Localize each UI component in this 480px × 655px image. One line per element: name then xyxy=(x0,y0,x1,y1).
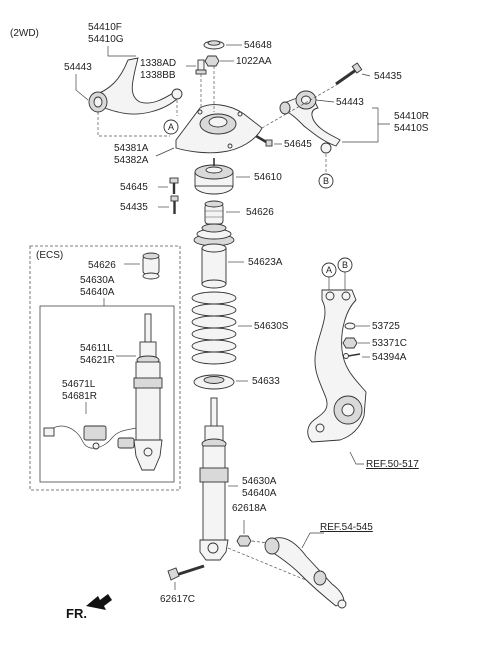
label-strut-a: 54630A xyxy=(242,476,277,487)
strut-assembly-main xyxy=(199,397,229,561)
label-cap-54648: 54648 xyxy=(244,40,272,51)
strut-top-bracket xyxy=(175,104,263,154)
label-upper-arm-right-a: 54410R xyxy=(394,111,429,122)
washer-53725 xyxy=(344,322,356,330)
dust-boot-54623a xyxy=(193,223,235,289)
lower-arm-ref xyxy=(264,537,347,609)
bolt-54435-top xyxy=(335,62,363,86)
label-ecs-shock-l: 54611L xyxy=(80,343,113,354)
label-ecs-bumper-54626: 54626 xyxy=(88,260,116,271)
label-bushing-left: 54443 xyxy=(64,62,92,73)
bolt-62617c xyxy=(167,564,205,581)
label-boot-54623a: 54623A xyxy=(248,257,283,268)
ecs-box-title: (ECS) xyxy=(36,250,63,261)
label-bolt-54435-top: 54435 xyxy=(374,71,402,82)
nut-62618a xyxy=(236,535,252,547)
svg-text:B: B xyxy=(323,176,329,186)
label-bolt-54645-left: 54645 xyxy=(120,182,148,193)
label-bolt-62617c: 62617C xyxy=(160,594,195,605)
pin-54394a xyxy=(343,353,361,359)
ecs-sensor-harness xyxy=(43,425,137,450)
label-nut-1022aa: 1022AA xyxy=(236,56,272,67)
coil-spring-54630s xyxy=(191,291,237,365)
ref-knuckle: REF.50-517 xyxy=(366,459,419,470)
bolt-54645-left xyxy=(169,177,179,194)
label-bushing-right: 54443 xyxy=(336,97,364,108)
label-nut-62618a: 62618A xyxy=(232,503,267,514)
label-bolt-54645-right: 54645 xyxy=(284,139,312,150)
bolt-54435-left xyxy=(170,195,179,214)
svg-text:A: A xyxy=(326,265,332,275)
label-ecs-sensor-l: 54671L xyxy=(62,379,96,390)
label-strut-b: 54640A xyxy=(242,488,277,499)
svg-text:B: B xyxy=(342,260,348,270)
label-bumper-54626: 54626 xyxy=(246,207,274,218)
label-nut-53371c: 53371C xyxy=(372,338,407,349)
label-ecs-strut-b: 54640A xyxy=(80,287,115,298)
bolt-1338 xyxy=(195,59,207,75)
cap-54648 xyxy=(203,40,225,50)
svg-text:A: A xyxy=(168,122,174,132)
ecs-inner-box xyxy=(39,305,175,483)
variant-label: (2WD) xyxy=(10,28,39,39)
upper-arm-left xyxy=(88,57,183,115)
ecs-box xyxy=(29,245,181,491)
label-ecs-sensor-r: 54681R xyxy=(62,391,97,402)
bolt-54645-right xyxy=(255,134,273,147)
bump-stop-54626 xyxy=(204,200,224,225)
label-bolt-1338bb: 1338BB xyxy=(140,70,176,81)
steering-knuckle-ref xyxy=(307,289,367,443)
label-bracket-a: 54381A xyxy=(114,143,149,154)
ecs-bumper-54626 xyxy=(142,252,160,280)
ref-lower-arm: REF.54-545 xyxy=(320,522,373,533)
label-upper-arm-left-a: 54410F xyxy=(88,22,122,33)
front-direction-label: FR. xyxy=(66,606,87,621)
label-bolt-1338ad: 1338AD xyxy=(140,58,176,69)
circle-b-knuckle: B xyxy=(337,257,353,273)
label-ecs-strut-a: 54630A xyxy=(80,275,115,286)
label-pin-54394a: 54394A xyxy=(372,352,407,363)
label-upper-arm-right-b: 54410S xyxy=(394,123,429,134)
label-spring-54630s: 54630S xyxy=(254,321,289,332)
circle-b-top: B xyxy=(318,173,334,189)
label-bolt-54435-left: 54435 xyxy=(120,202,148,213)
label-washer-53725: 53725 xyxy=(372,321,400,332)
nut-53371c xyxy=(342,337,358,349)
strut-mount-54610 xyxy=(194,158,234,195)
spring-seat-54633 xyxy=(193,374,235,390)
label-bracket-b: 54382A xyxy=(114,155,149,166)
label-seat-54633: 54633 xyxy=(252,376,280,387)
circle-a-top: A xyxy=(163,119,179,135)
label-mount-54610: 54610 xyxy=(254,172,282,183)
ecs-shock-absorber xyxy=(133,313,163,471)
label-upper-arm-left-b: 54410G xyxy=(88,34,124,45)
nut-1022aa xyxy=(204,55,220,67)
label-ecs-shock-r: 54621R xyxy=(80,355,115,366)
circle-a-knuckle: A xyxy=(321,262,337,278)
front-arrow-icon xyxy=(86,594,112,610)
